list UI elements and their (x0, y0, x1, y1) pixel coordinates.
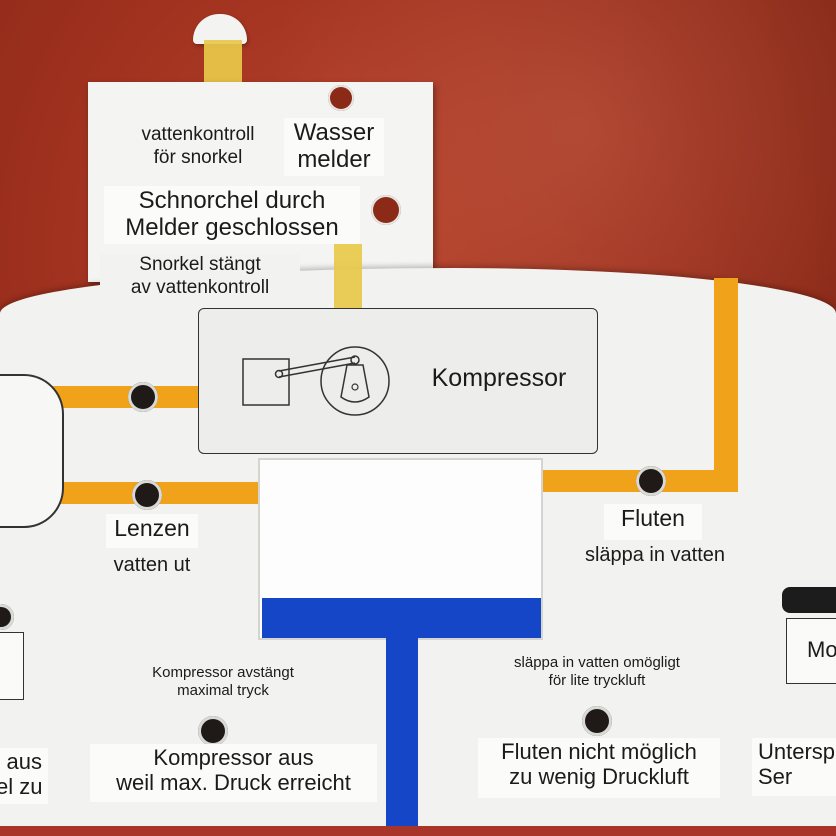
valve-hole-upper (128, 382, 158, 412)
compressor-off-swedish-label: Kompressor avstängt maximal tryck (152, 664, 294, 699)
snorkel-closed-german-label: Schnorchel durch Melder geschlossen (104, 186, 360, 244)
right-indicator-box: Mo (786, 618, 836, 684)
tank-outline-left (0, 374, 64, 528)
compressor-box: Kompressor (198, 308, 598, 454)
water-line-down (386, 638, 418, 828)
pump-out-german-label: Lenzen (106, 514, 198, 548)
flood-impossible-german-label: Fluten nicht möglich zu wenig Druckluft (478, 738, 720, 798)
right-indicator-slot (782, 587, 836, 613)
valve-hole-flood (636, 466, 666, 496)
water-level-indicator (262, 598, 541, 638)
flood-german-label: Fluten (604, 504, 702, 540)
compressor-label: Kompressor (431, 364, 567, 392)
valve-hole-pump (132, 480, 162, 510)
air-line-riser (714, 278, 738, 492)
water-sensor-german-label: Wasser melder (284, 118, 384, 176)
cropped-right-label: Untersp Ser (752, 738, 836, 796)
card-hole-side (371, 195, 401, 225)
water-level-window (258, 458, 543, 640)
compressor-icon (242, 346, 390, 416)
flood-impossible-swedish-label: släppa in vatten omögligt för lite tryck… (514, 654, 680, 689)
air-line-upper (52, 386, 200, 408)
indicator-hole-left (0, 604, 14, 630)
indicator-hole-flood-impossible (582, 706, 612, 736)
flood-swedish-label: släppa in vatten (584, 544, 726, 566)
indicator-hole-compressor-off (198, 716, 228, 746)
left-indicator-box (0, 632, 24, 700)
snorkel-closed-swedish-label: Snorkel stängt av vattenkontroll (100, 254, 300, 300)
card-hole-top (328, 85, 354, 111)
right-box-label: Mo (807, 637, 836, 662)
water-check-swedish-label: vattenkontroll för snorkel (141, 124, 255, 168)
cropped-left-label: aus el zu (0, 748, 48, 804)
water-sensor-card (88, 82, 433, 282)
pump-out-swedish-label: vatten ut (113, 554, 191, 576)
table-edge (0, 826, 836, 836)
compressor-off-german-label: Kompressor aus weil max. Druck erreicht (90, 744, 377, 802)
